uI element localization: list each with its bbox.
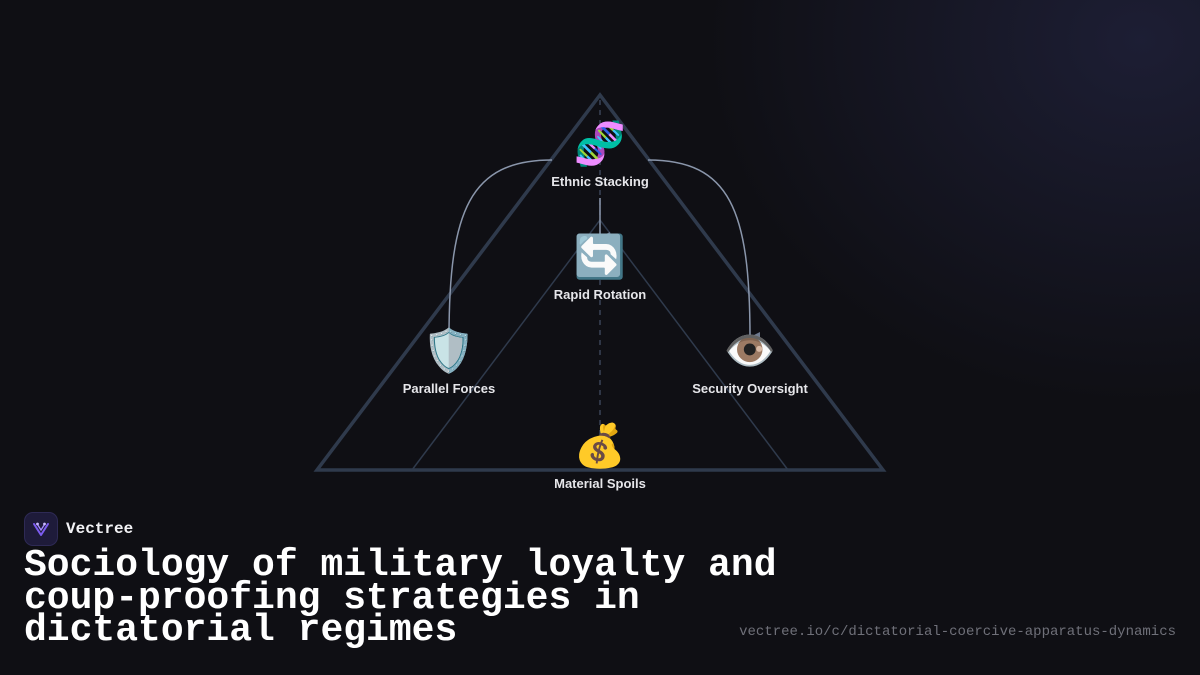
node-rapid-rotation: 🔄 Rapid Rotation: [500, 233, 700, 302]
node-label: Parallel Forces: [402, 381, 496, 396]
node-security-oversight: 👁️ Security Oversight: [650, 327, 850, 396]
brand-name: Vectree: [66, 520, 134, 538]
connector-ethnic-to-parallel: [447, 159, 553, 345]
shield-icon: 🛡️: [422, 329, 476, 375]
outer-triangle: [313, 92, 887, 472]
node-parallel-forces: 🛡️ Parallel Forces: [349, 327, 549, 396]
source-url: vectree.io/c/dictatorial-coercive-appara…: [739, 624, 1176, 640]
rotation-arrows-icon: 🔄: [573, 235, 627, 281]
node-label: Material Spoils: [554, 476, 646, 491]
vectree-logo-icon: [24, 512, 58, 546]
node-label: Rapid Rotation: [553, 287, 647, 302]
brand: Vectree: [24, 512, 133, 546]
connector-ethnic-to-oversight: [647, 159, 761, 344]
dna-icon: 🧬: [573, 122, 627, 168]
node-ethnic-stacking: 🧬 Ethnic Stacking: [500, 120, 700, 189]
eye-icon: 👁️: [723, 329, 777, 375]
node-label: Security Oversight: [692, 381, 808, 396]
node-material-spoils: 💰 Material Spoils: [500, 422, 700, 491]
node-label: Ethnic Stacking: [551, 174, 649, 189]
page-title: Sociology of military loyalty and coup-p…: [24, 544, 777, 652]
money-bag-icon: 💰: [573, 424, 627, 470]
